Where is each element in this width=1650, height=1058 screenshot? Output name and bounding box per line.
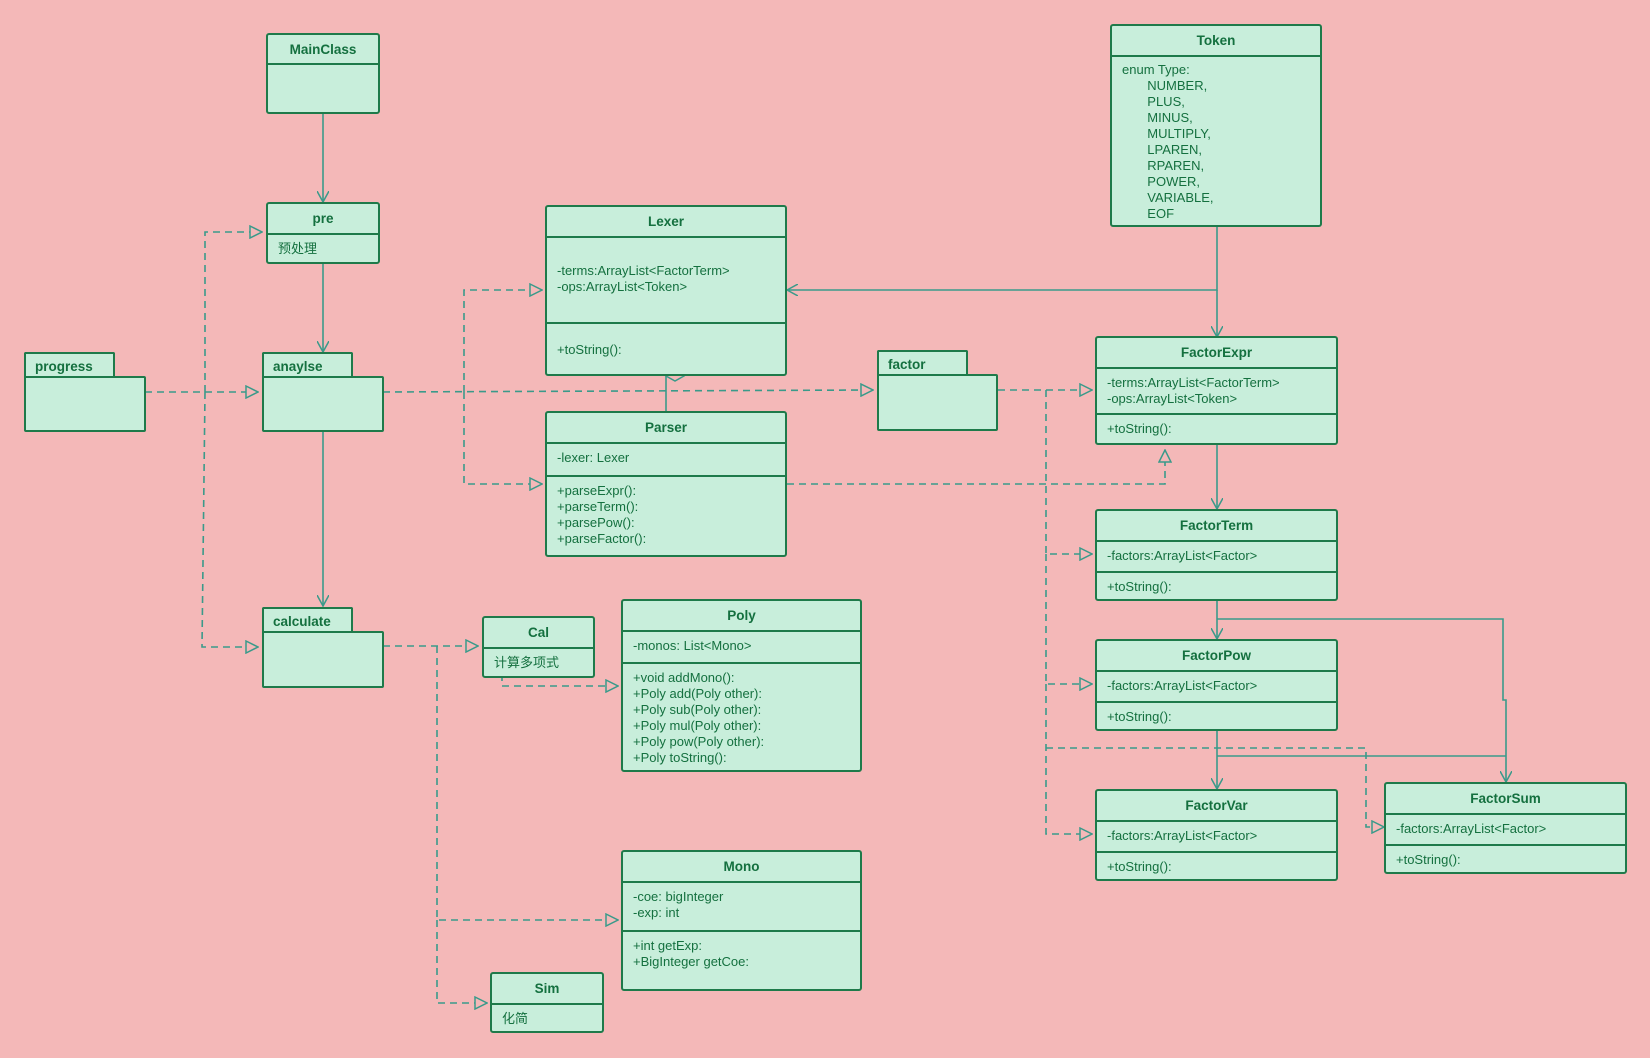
class-cal[interactable]: Cal 计算多项式 xyxy=(482,616,595,678)
edge-token-lexer xyxy=(787,227,1218,290)
class-factorvar-title: FactorVar xyxy=(1097,791,1336,822)
package-calculate-body xyxy=(262,631,384,688)
class-factorsum-title: FactorSum xyxy=(1386,784,1625,815)
class-sim-title: Sim xyxy=(492,974,602,1005)
class-cal-title: Cal xyxy=(484,618,593,649)
edge-factor-factorpow xyxy=(1045,554,1092,684)
class-token-title: Token xyxy=(1112,26,1320,57)
edge-parser-factorexpr xyxy=(787,450,1165,485)
class-factorexpr-title: FactorExpr xyxy=(1097,338,1336,369)
class-mono-operations: +int getExp: +BigInteger getCoe: xyxy=(623,930,860,976)
class-factorvar-operations: +toString(): xyxy=(1097,851,1336,879)
class-parser-attributes: -lexer: Lexer xyxy=(557,450,630,465)
package-factor-tab: factor xyxy=(877,350,968,376)
edge-factorterm-factorsum xyxy=(1217,618,1506,782)
class-poly-operations: +void addMono(): +Poly add(Poly other): … xyxy=(623,662,860,770)
edge-factor-factorsum xyxy=(1046,747,1384,827)
class-parser[interactable]: Parser -lexer: Lexer +parseExpr(): +pars… xyxy=(545,411,787,557)
class-parser-operations: +parseExpr(): +parseTerm(): +parsePow():… xyxy=(547,475,785,553)
edge-anaylse-parser xyxy=(463,392,542,484)
edge-factor-factorterm xyxy=(1045,390,1092,554)
class-factorvar[interactable]: FactorVar -factors:ArrayList<Factor> +to… xyxy=(1095,789,1338,881)
class-factorterm[interactable]: FactorTerm -factors:ArrayList<Factor> +t… xyxy=(1095,509,1338,601)
class-lexer-title: Lexer xyxy=(547,207,785,238)
edge-calculate-sim xyxy=(436,920,487,1003)
package-anaylse-body xyxy=(262,376,384,432)
class-factorsum[interactable]: FactorSum -factors:ArrayList<Factor> +to… xyxy=(1384,782,1627,874)
class-lexer-attributes: -terms:ArrayList<FactorTerm> -ops:ArrayL… xyxy=(557,263,730,294)
package-factor[interactable]: factor xyxy=(877,350,998,431)
class-mono-title: Mono xyxy=(623,852,860,883)
class-mainclass[interactable]: MainClass xyxy=(266,33,380,114)
class-factorexpr[interactable]: FactorExpr -terms:ArrayList<FactorTerm> … xyxy=(1095,336,1338,445)
class-factorpow-operations: +toString(): xyxy=(1097,701,1336,729)
package-calculate-tab: calculate xyxy=(262,607,353,633)
class-factorpow-title: FactorPow xyxy=(1097,641,1336,672)
edge-anaylse-factor xyxy=(382,390,873,392)
class-factorexpr-operations: +toString(): xyxy=(1097,413,1336,443)
class-token-attributes: enum Type: NUMBER, PLUS, MINUS, MULTIPLY… xyxy=(1122,62,1214,221)
class-poly[interactable]: Poly -monos: List<Mono> +void addMono():… xyxy=(621,599,862,772)
class-pre[interactable]: pre 预处理 xyxy=(266,202,380,264)
class-factorsum-attributes: -factors:ArrayList<Factor> xyxy=(1396,821,1547,836)
class-token[interactable]: Token enum Type: NUMBER, PLUS, MINUS, MU… xyxy=(1110,24,1322,227)
class-factorterm-title: FactorTerm xyxy=(1097,511,1336,542)
class-pre-note: 预处理 xyxy=(278,241,318,256)
class-factorsum-operations: +toString(): xyxy=(1386,844,1625,872)
package-calculate[interactable]: calculate xyxy=(262,607,384,688)
class-factorterm-operations: +toString(): xyxy=(1097,571,1336,599)
edge-calculate-mono xyxy=(436,646,618,920)
edge-progress-calculate xyxy=(201,391,258,647)
edge-anaylse-lexer xyxy=(463,290,542,392)
class-factorexpr-attributes: -terms:ArrayList<FactorTerm> -ops:ArrayL… xyxy=(1107,375,1280,406)
class-lexer[interactable]: Lexer -terms:ArrayList<FactorTerm> -ops:… xyxy=(545,205,787,376)
class-mainclass-title: MainClass xyxy=(268,35,378,65)
class-parser-title: Parser xyxy=(547,413,785,444)
edge-factor-factorvar xyxy=(1045,684,1092,834)
package-anaylse[interactable]: anaylse xyxy=(262,352,384,432)
class-pre-title: pre xyxy=(268,204,378,235)
class-sim-note: 化简 xyxy=(502,1011,529,1026)
edge-cal-poly xyxy=(501,662,618,686)
class-factorpow-attributes: -factors:ArrayList<Factor> xyxy=(1107,678,1258,693)
class-mono-attributes: -coe: bigInteger -exp: int xyxy=(633,889,724,920)
class-sim[interactable]: Sim 化简 xyxy=(490,972,604,1033)
class-factorpow[interactable]: FactorPow -factors:ArrayList<Factor> +to… xyxy=(1095,639,1338,731)
package-progress-tab: progress xyxy=(24,352,115,378)
class-poly-title: Poly xyxy=(623,601,860,632)
class-poly-attributes: -monos: List<Mono> xyxy=(633,638,752,653)
package-progress-body xyxy=(24,376,146,432)
package-factor-body xyxy=(877,374,998,431)
package-progress[interactable]: progress xyxy=(24,352,146,432)
class-cal-note: 计算多项式 xyxy=(494,655,560,670)
class-factorterm-attributes: -factors:ArrayList<Factor> xyxy=(1107,548,1258,563)
class-lexer-operations: +toString(): xyxy=(547,322,785,364)
package-anaylse-tab: anaylse xyxy=(262,352,353,378)
edge-progress-pre xyxy=(204,232,262,392)
class-factorvar-attributes: -factors:ArrayList<Factor> xyxy=(1107,828,1258,843)
class-mono[interactable]: Mono -coe: bigInteger -exp: int +int get… xyxy=(621,850,862,991)
